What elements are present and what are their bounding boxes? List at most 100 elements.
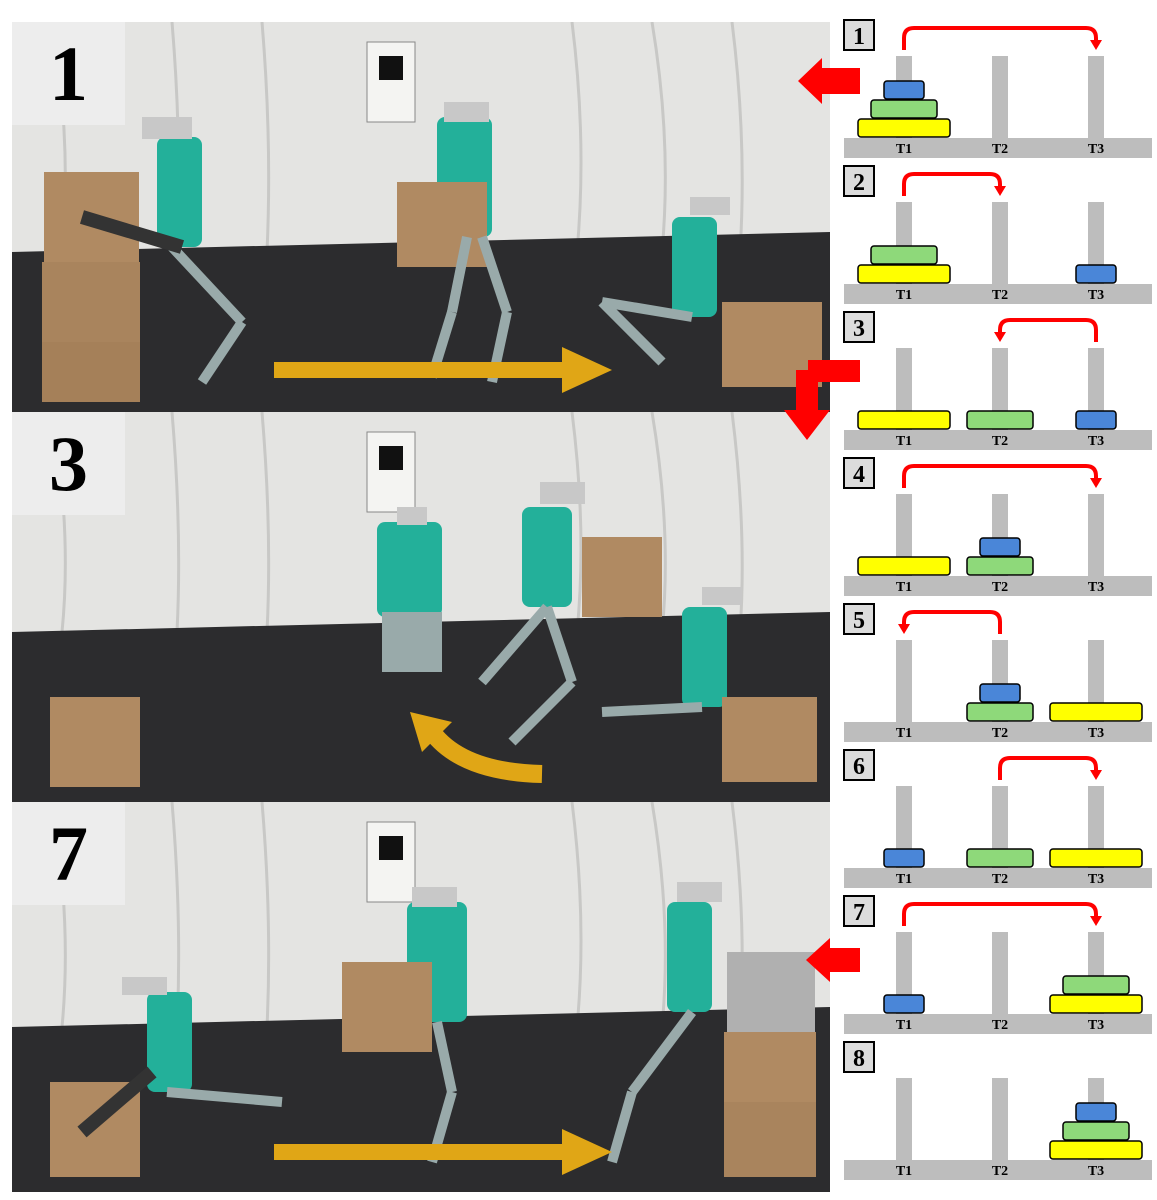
tower-label: T3 — [1088, 872, 1104, 887]
step-number: 7 — [853, 900, 865, 926]
tower-peg-3 — [1088, 348, 1104, 430]
robot-left — [77, 977, 283, 1138]
tower-peg-3 — [1088, 56, 1104, 138]
tower-peg-3 — [1088, 640, 1104, 722]
move-arrow — [902, 172, 1002, 196]
move-arrow-head — [994, 332, 1006, 342]
tower-label: T2 — [992, 434, 1008, 449]
disk-small — [1075, 264, 1117, 284]
disk-large — [1049, 1140, 1143, 1160]
motion-arrow — [274, 347, 612, 393]
tower-peg-1 — [896, 1078, 912, 1160]
tower-label: T3 — [1088, 434, 1104, 449]
tower-label: T3 — [1088, 142, 1104, 157]
disk-large — [857, 556, 951, 576]
step-number-box — [843, 895, 875, 927]
disk-medium — [966, 848, 1034, 868]
tower-label: T3 — [1088, 1018, 1104, 1033]
carried-box — [342, 962, 432, 1052]
robot-left — [79, 117, 247, 385]
move-arrow — [902, 26, 1098, 50]
step-number-box — [843, 19, 875, 51]
tower-base — [844, 722, 1152, 742]
tower-peg-3 — [1088, 786, 1104, 868]
photo-panel-step-1: 1 — [12, 22, 830, 412]
tower-peg-2 — [992, 348, 1008, 430]
disk-small — [883, 848, 925, 868]
tower-peg-2 — [992, 932, 1008, 1014]
tower-peg-3 — [1088, 202, 1104, 284]
step-number: 3 — [853, 316, 865, 342]
tower-label: T3 — [1088, 288, 1104, 303]
step-number-box — [843, 311, 875, 343]
photo-panel-step-7: 7 — [12, 802, 830, 1192]
move-arrow — [998, 318, 1098, 342]
move-arrow — [902, 902, 1098, 926]
tower-label: T1 — [896, 580, 912, 595]
robot-right — [607, 882, 816, 1177]
box-floor — [50, 697, 140, 787]
step-number-box — [843, 457, 875, 489]
robot-walking — [478, 482, 662, 746]
disk-medium — [1062, 975, 1130, 995]
tower-label: T1 — [896, 434, 912, 449]
tower-peg-1 — [896, 786, 912, 868]
photo-step-number: 1 — [12, 22, 125, 125]
disk-large — [857, 264, 951, 284]
tower-base — [844, 576, 1152, 596]
disk-small — [979, 537, 1021, 557]
tower-label: T1 — [896, 872, 912, 887]
tower-peg-2 — [992, 786, 1008, 868]
photo-step-number: 3 — [12, 412, 125, 515]
disk-large — [857, 410, 951, 430]
disk-medium — [1062, 1121, 1130, 1141]
disk-small — [1075, 410, 1117, 430]
disk-large — [1049, 994, 1143, 1014]
move-arrow-head — [1090, 770, 1102, 780]
tower-peg-3 — [1088, 494, 1104, 576]
tower-peg-2 — [992, 56, 1008, 138]
tower-base — [844, 138, 1152, 158]
move-arrow — [998, 756, 1098, 780]
robot-scene-image — [12, 412, 830, 802]
tower-label: T3 — [1088, 580, 1104, 595]
move-arrow-head — [1090, 40, 1102, 50]
step-number: 8 — [853, 1046, 865, 1072]
tower-label: T1 — [896, 1164, 912, 1179]
photo-step-number: 7 — [12, 802, 125, 905]
step-number-box — [843, 165, 875, 197]
tower-label: T2 — [992, 580, 1008, 595]
robot-center — [342, 887, 467, 1164]
tower-peg-1 — [896, 640, 912, 722]
disk-medium — [870, 245, 938, 265]
disk-large — [1049, 848, 1143, 868]
photo-panel-step-3: 3 — [12, 412, 830, 802]
tower-base — [844, 868, 1152, 888]
disk-medium — [870, 99, 938, 119]
tower-label: T2 — [992, 142, 1008, 157]
motion-arrow — [410, 712, 543, 783]
disk-small — [883, 80, 925, 100]
disk-medium — [966, 410, 1034, 430]
disk-large — [857, 118, 951, 138]
connector-arrow-step-7 — [806, 938, 860, 982]
tower-base — [844, 284, 1152, 304]
tower-label: T1 — [896, 288, 912, 303]
disk-large — [1049, 702, 1143, 722]
tower-base — [844, 1160, 1152, 1180]
tower-base — [844, 430, 1152, 450]
fiducial-marker — [366, 431, 416, 513]
connector-arrow-step-3 — [784, 360, 860, 440]
connector-arrow-step-1 — [798, 58, 860, 104]
disk-small — [979, 683, 1021, 703]
robot-center — [377, 507, 442, 672]
tower-peg-2 — [992, 202, 1008, 284]
move-arrow-head — [898, 624, 910, 634]
